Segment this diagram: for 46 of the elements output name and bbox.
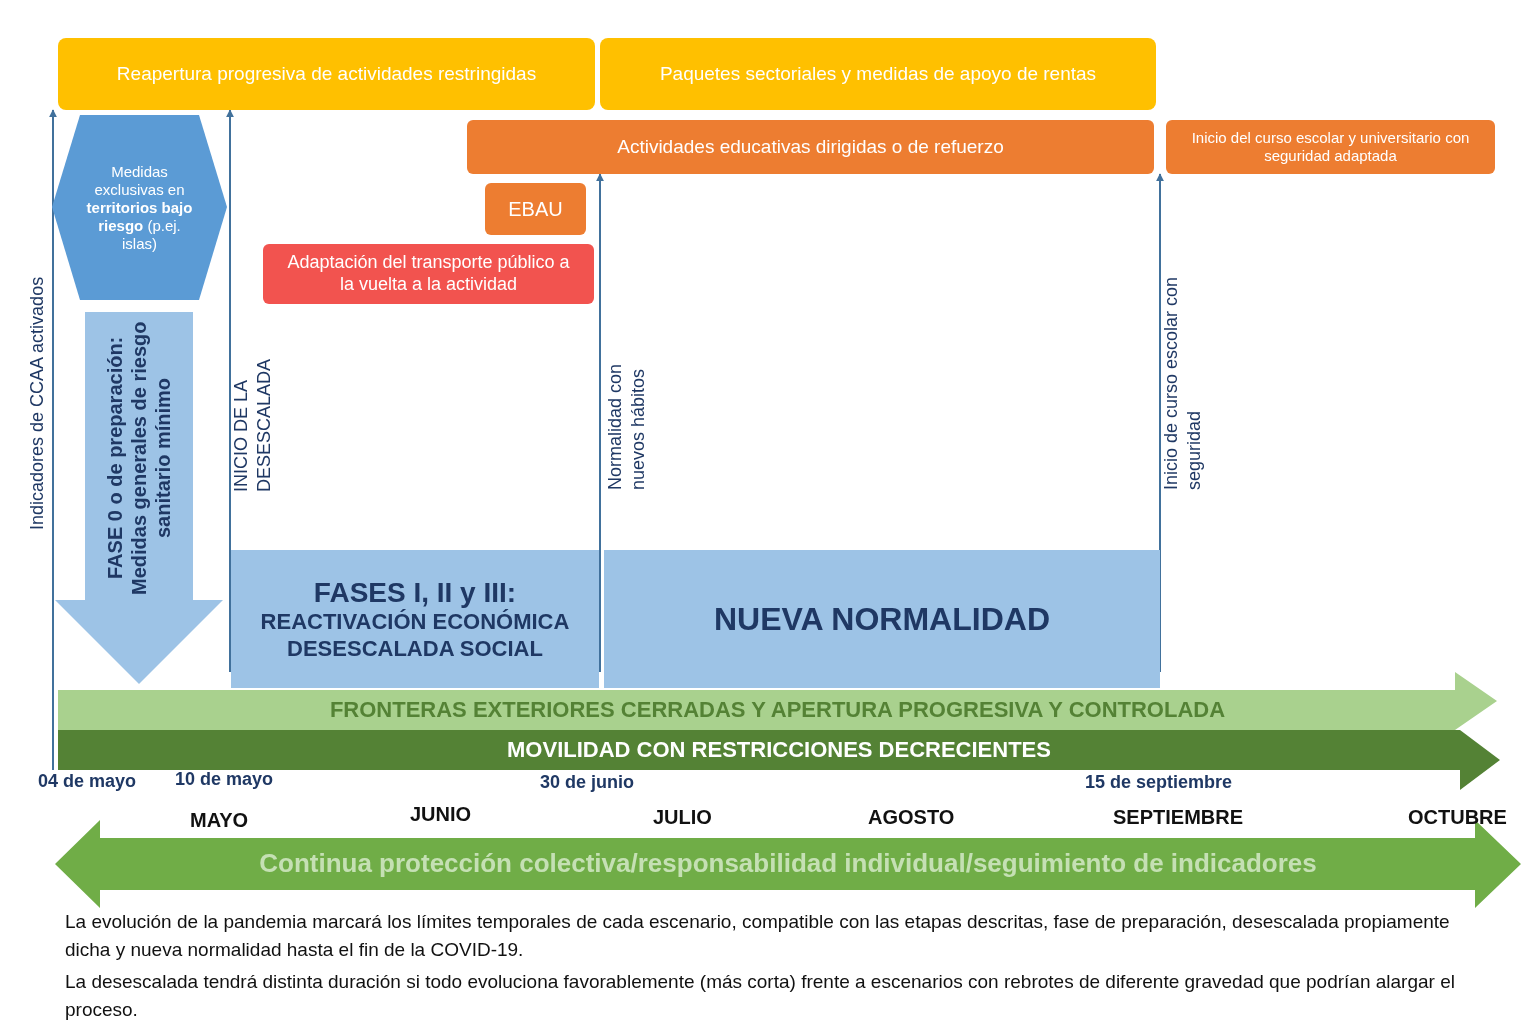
right-arrow-band — [58, 730, 1500, 790]
phase-block — [231, 550, 599, 688]
box-text: MOVILIDAD CON RESTRICCIONES DECRECIENTES — [507, 736, 1051, 764]
month-label: SEPTIEMBRE — [1113, 805, 1244, 830]
arrow — [226, 109, 234, 673]
month-label: OCTUBRE — [1408, 805, 1507, 830]
marker-label: Normalidad con nuevos hábitos — [604, 362, 650, 490]
marker-label: Inicio de curso escolar con seguridad — [1160, 275, 1206, 490]
double-arrow-shape — [52, 115, 227, 300]
measure-box — [485, 183, 586, 235]
phase-text: FASE 0 o de preparación: Medidas generales de riesgo sanitario mínimo — [103, 320, 175, 597]
month-label: JULIO — [653, 805, 712, 830]
date-label: 15 de septiembre — [1085, 771, 1233, 794]
date-label: 30 de junio — [540, 771, 635, 794]
box-text: Actividades educativas dirigidas o de refuerzo — [617, 135, 1004, 159]
box-text: FRONTERAS EXTERIORES CERRADAS Y APERTURA PROGRESIVA Y CONTROLADA — [329, 696, 1226, 724]
month-label: JUNIO — [410, 802, 472, 827]
phase-block — [604, 550, 1160, 688]
box-text: Inicio del curso escolar y universitario con seguridad adaptada — [1190, 129, 1471, 165]
arrow — [49, 109, 57, 771]
box-text: EBAU — [508, 197, 563, 221]
arrow — [1156, 173, 1164, 673]
box-text: Paquetes sectoriales y medidas de apoyo de rentas — [659, 62, 1097, 86]
box-text: Medidas exclusivas en territorios bajo riesgo (p.ej. islas) — [85, 162, 194, 253]
measure-box — [467, 120, 1154, 174]
date-label: 10 de mayo — [175, 768, 274, 791]
down-arrow-shape — [55, 312, 223, 684]
measure-box — [58, 38, 595, 110]
note-text: La desescalada tendrá distinta duración si todo evoluciona favorablemente (más corta) frente a escenarios con rebrotes de diferente gravedad que podrían alargar el proceso. — [65, 970, 1456, 1022]
box-text: FASES I, II y III: — [313, 575, 517, 609]
measure-box — [263, 244, 594, 304]
right-arrow-band — [58, 672, 1497, 730]
measure-box — [1166, 120, 1495, 174]
note-text: La evolución de la pandemia marcará los límites temporales de cada escenario, compatible con las etapas descritas, fase de preparación, desescalada propiamente dicha y nueva normalidad hasta el fin de la COVID-19. — [65, 910, 1451, 962]
box-text: Adaptación del transporte público a la vuelta a la actividad — [286, 252, 571, 296]
month-label: AGOSTO — [868, 805, 955, 830]
date-label: 04 de mayo — [38, 770, 137, 793]
box-text: Reapertura progresiva de actividades restringidas — [116, 62, 537, 86]
month-label: MAYO — [190, 808, 249, 833]
box-subtext: REACTIVACIÓN ECONÓMICA DESESCALADA SOCIAL — [259, 609, 571, 663]
marker-label: Indicadores de CCAA activados — [26, 275, 48, 530]
box-text: NUEVA NORMALIDAD — [714, 599, 1050, 639]
box-text: Continua protección colectiva/responsabilidad individual/seguimiento de indicadores — [259, 848, 1317, 880]
arrow — [596, 173, 604, 673]
measure-box — [600, 38, 1156, 110]
marker-label: INICIO DE LA DESESCALADA — [230, 357, 276, 492]
